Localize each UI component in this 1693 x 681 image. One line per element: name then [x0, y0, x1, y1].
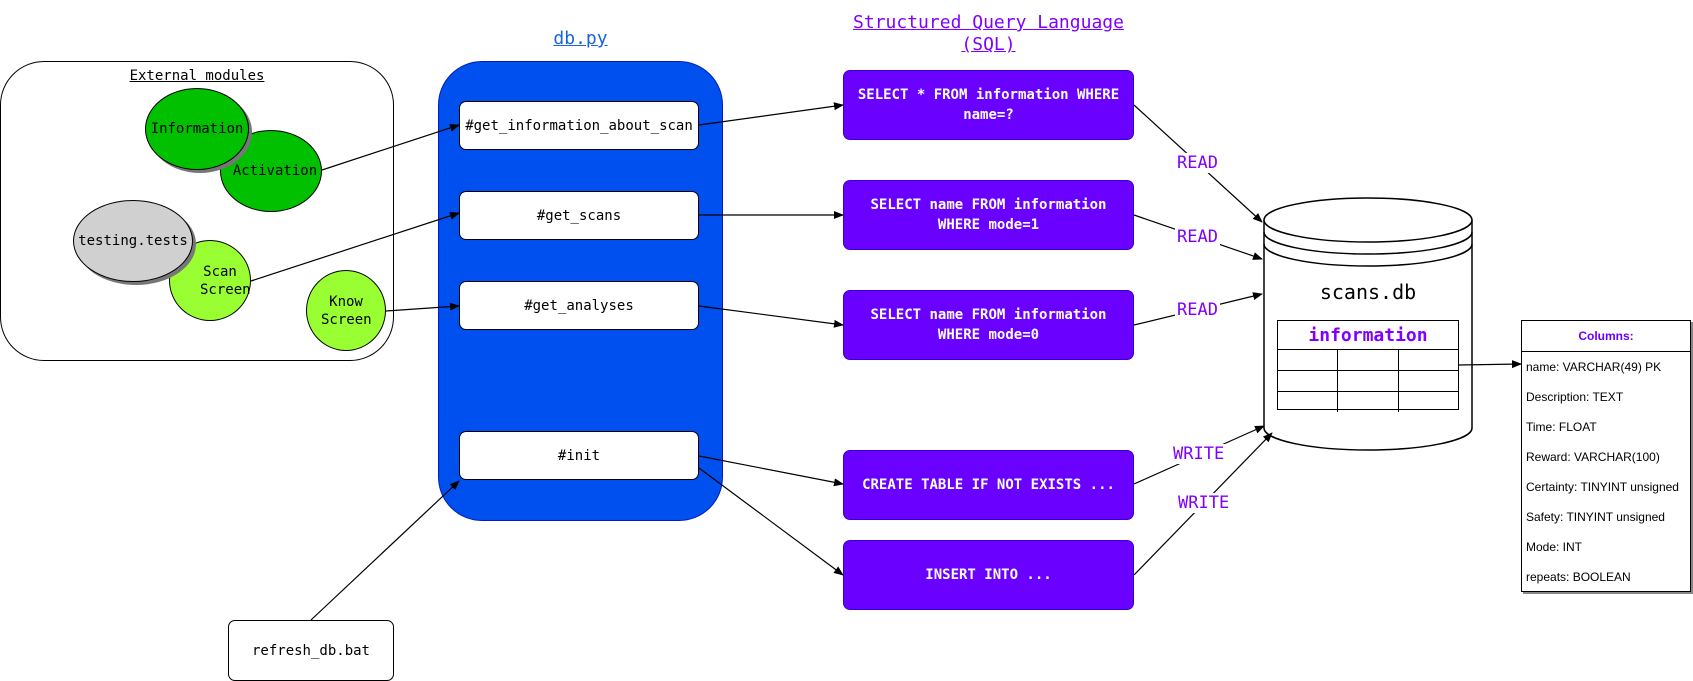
fn-get-analyses-label: #get_analyses: [524, 297, 634, 314]
table-row: [1278, 350, 1458, 371]
column-item: Safety: TINYINT unsigned: [1526, 510, 1665, 524]
column-item: name: VARCHAR(49) PK: [1526, 360, 1662, 374]
fn-get-scans[interactable]: #get_scans: [459, 191, 699, 240]
sql-query-insert[interactable]: INSERT INTO ...: [843, 540, 1134, 610]
column-item: Mode: INT: [1526, 540, 1583, 554]
columns-list: Columns: name: VARCHAR(49) PK Descriptio…: [1521, 320, 1691, 592]
sql-query-1-text: SELECT * FROM information WHERE name=?: [857, 87, 1120, 123]
sql-query-3-text: SELECT name FROM information WHERE mode=…: [870, 307, 1107, 343]
column-item: repeats: BOOLEAN: [1526, 570, 1631, 584]
column-item: Description: TEXT: [1526, 390, 1624, 404]
edge-get-analyses-to-q3: [698, 305, 844, 328]
information-table[interactable]: information: [1277, 320, 1459, 412]
know-screen-label: Know Screen: [321, 293, 372, 328]
sql-query-select-mode0[interactable]: SELECT name FROM information WHERE mode=…: [843, 290, 1134, 360]
edge-init-to-q5: [698, 467, 844, 576]
sql-query-2-text: SELECT name FROM information WHERE mode=…: [870, 197, 1107, 233]
sql-query-select-all[interactable]: SELECT * FROM information WHERE name=?: [843, 70, 1134, 140]
scans-db-label: scans.db: [1319, 280, 1417, 304]
information-label: Information: [150, 121, 244, 137]
activation-label: Activation: [232, 163, 318, 179]
edge-table-to-columns: [1458, 360, 1522, 369]
sql-query-4-text: CREATE TABLE IF NOT EXISTS ...: [862, 477, 1115, 493]
edge-activation-to-get-info: [321, 124, 460, 171]
testing-tests-node[interactable]: testing.tests: [73, 200, 193, 282]
testing-tests-label: testing.tests: [78, 233, 188, 249]
sql-query-5-text: INSERT INTO ...: [925, 567, 1052, 583]
columns-header: Columns:: [1522, 321, 1690, 352]
edge-know-screen-to-get-analyses: [385, 302, 460, 312]
dbpy-title[interactable]: db.py: [553, 28, 608, 49]
fn-get-analyses[interactable]: #get_analyses: [459, 281, 699, 330]
scan-screen-label: Scan Screen: [200, 263, 251, 298]
edge-get-info-to-q1: [698, 102, 844, 126]
fn-get-information-about-scan[interactable]: #get_information_about_scan: [459, 101, 699, 150]
fn-get-scans-label: #get_scans: [536, 207, 622, 224]
information-node[interactable]: Information: [145, 88, 249, 170]
refresh-db-bat-node[interactable]: refresh_db.bat: [228, 620, 394, 681]
edge-label-read-3: READ: [1175, 300, 1220, 320]
refresh-db-bat-label: refresh_db.bat: [251, 642, 370, 659]
edge-scan-screen-to-get-scans: [250, 211, 460, 282]
column-item: Reward: VARCHAR(100): [1526, 450, 1660, 464]
column-item: Certainty: TINYINT unsigned: [1526, 480, 1679, 494]
fn-init[interactable]: #init: [459, 431, 699, 480]
edge-label-read-2: READ: [1175, 227, 1220, 247]
fn-get-information-label: #get_information_about_scan: [465, 117, 693, 134]
sql-title[interactable]: Structured Query Language (SQL): [853, 12, 1124, 55]
table-row: [1278, 371, 1458, 392]
sql-query-create-table[interactable]: CREATE TABLE IF NOT EXISTS ...: [843, 450, 1134, 520]
column-item: Time: FLOAT: [1526, 420, 1597, 434]
edge-label-write-1: WRITE: [1171, 444, 1227, 464]
edge-label-read-1: READ: [1175, 153, 1220, 173]
edge-label-write-2: WRITE: [1176, 493, 1232, 513]
external-modules-title: External modules: [129, 68, 265, 84]
fn-init-label: #init: [557, 447, 601, 464]
edge-bat-to-init: [310, 480, 460, 621]
sql-query-select-mode1[interactable]: SELECT name FROM information WHERE mode=…: [843, 180, 1134, 250]
information-table-title: information: [1278, 321, 1458, 350]
edge-init-to-q4: [698, 455, 844, 487]
table-row: [1278, 392, 1458, 412]
know-screen-node[interactable]: Know Screen: [306, 270, 386, 351]
